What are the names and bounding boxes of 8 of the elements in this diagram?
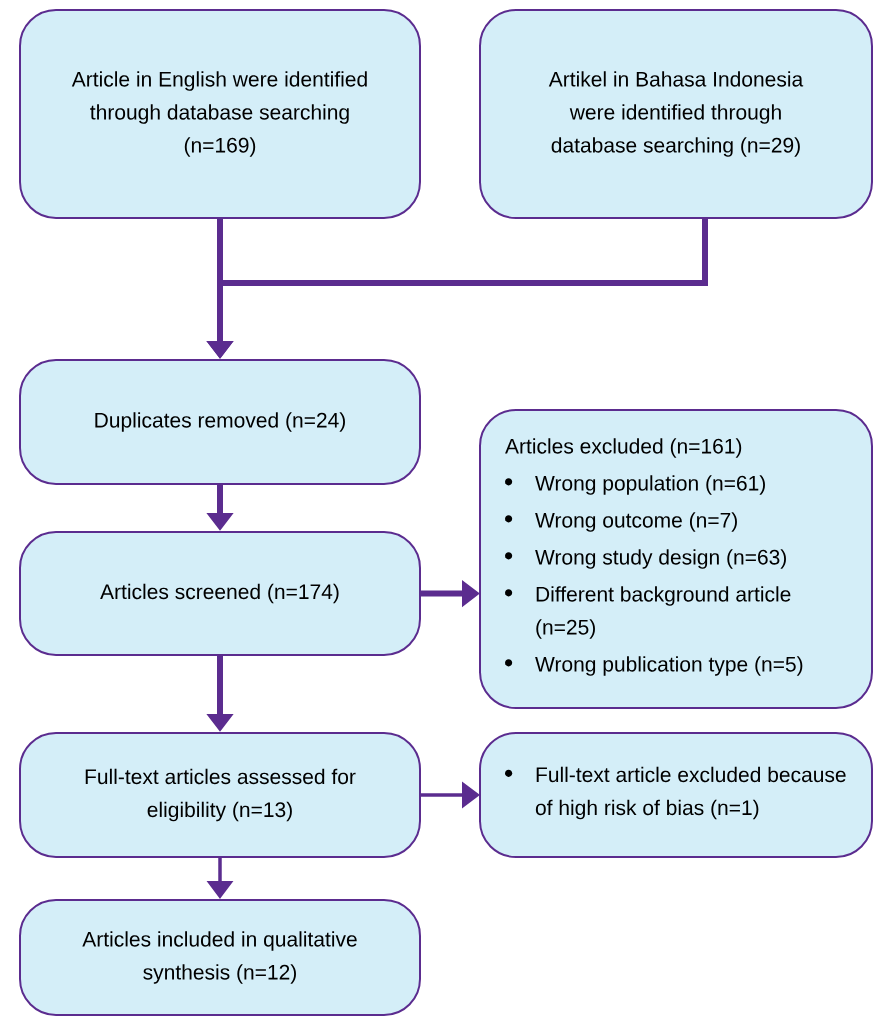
process-box: Full-text articles assessed for eligibility (n=13) (19, 732, 421, 858)
process-box: Articles screened (n=174) (19, 531, 421, 656)
process-box: Articles excluded (n=161) Wrong population (n=61) Wrong outcome (n=7) Wrong study design (n=63) Different background article (n=25) Wrong publication type (n=5) (479, 409, 873, 709)
process-box: Artikel in Bahasa Indonesia were identified through database searching (n=29) (479, 9, 873, 219)
process-box: Full-text article excluded because of high risk of bias (n=1) (479, 732, 873, 858)
process-box: Article in English were identified through database searching (n=169) (19, 9, 421, 219)
process-box: Articles included in qualitative synthesis (n=12) (19, 899, 421, 1016)
process-box: Duplicates removed (n=24) (19, 359, 421, 485)
